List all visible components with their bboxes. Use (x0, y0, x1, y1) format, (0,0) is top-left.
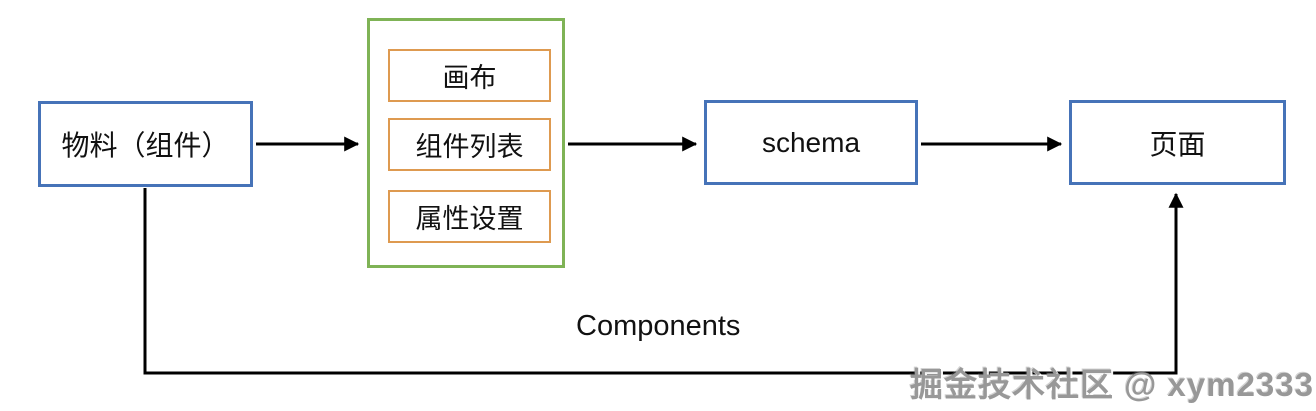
watermark-text: 掘金技术社区 @ xym2333 (910, 366, 1314, 403)
node-schema-label: schema (761, 126, 861, 158)
node-canvas: 画布 (388, 49, 551, 102)
arrow-materials-to-page-feedback (143, 188, 1184, 375)
node-materials: 物料（组件） (38, 101, 253, 187)
node-schema: schema (704, 100, 918, 185)
node-page-label: 页面 (1149, 128, 1206, 160)
node-materials-label: 物料（组件） (61, 130, 230, 161)
node-component-list: 组件列表 (388, 118, 551, 171)
feedback-edge-label: Components (576, 310, 741, 342)
node-property-settings: 属性设置 (388, 190, 551, 243)
node-component-list-label: 组件列表 (415, 132, 524, 162)
node-property-settings-label: 属性设置 (415, 204, 524, 234)
node-canvas-label: 画布 (442, 63, 497, 93)
group-editor-container: 画布 组件列表 属性设置 (367, 18, 565, 268)
node-page: 页面 (1069, 100, 1286, 185)
